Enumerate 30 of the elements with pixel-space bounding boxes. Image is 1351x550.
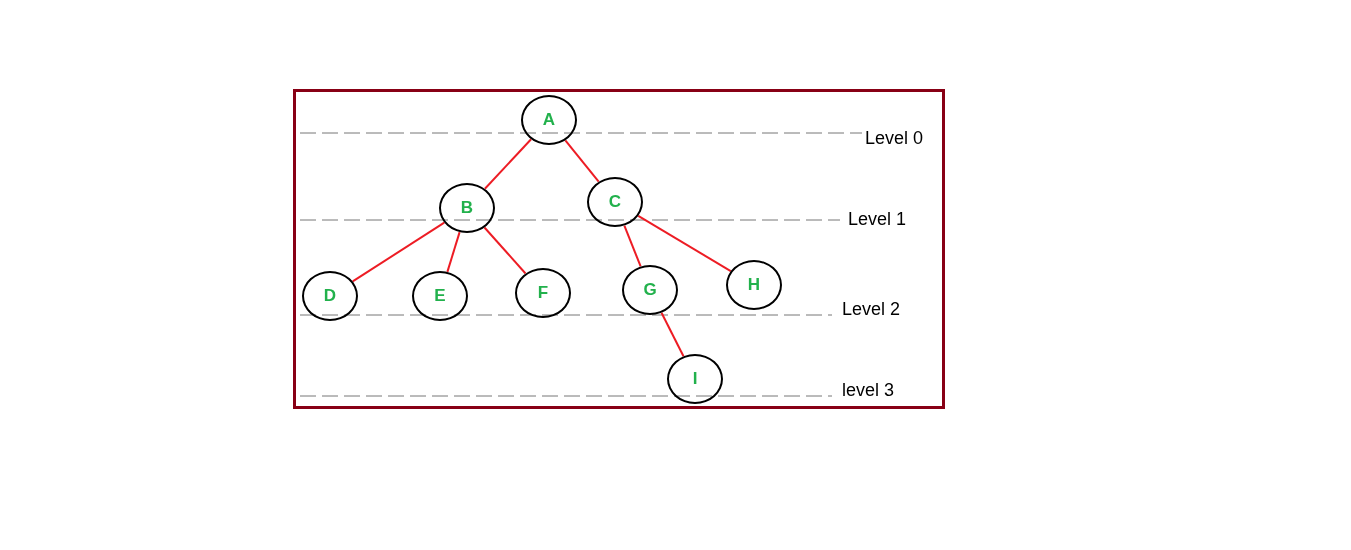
node-letter: B (460, 198, 474, 218)
tree-edge (637, 214, 732, 273)
tree-node-circle (587, 177, 643, 227)
node-letter: D (323, 286, 337, 306)
tree-node-circle (667, 354, 723, 404)
tree-node-circle (622, 265, 678, 315)
node-letter: H (747, 275, 761, 295)
tree-edge (660, 311, 685, 358)
tree-edge (564, 139, 600, 183)
tree-edge (446, 231, 461, 273)
level-label: Level 1 (848, 209, 907, 230)
tree-node-circle (302, 271, 358, 321)
node-letter: I (692, 369, 698, 389)
tree-node-circle (412, 271, 468, 321)
level-label: Level 2 (842, 299, 901, 320)
node-letter: C (608, 192, 622, 212)
tree-node-circle (515, 268, 571, 318)
tree-edge (483, 138, 533, 190)
tree-node-circle (439, 183, 495, 233)
tree-node-circle (521, 95, 577, 145)
tree-node-circle (726, 260, 782, 310)
tree-edge (623, 224, 642, 268)
level-label: level 3 (842, 380, 895, 401)
level-label: Level 0 (865, 128, 924, 149)
node-letter: G (643, 280, 657, 300)
node-letter: E (434, 286, 446, 306)
node-letter: A (542, 110, 556, 130)
node-letter: F (537, 283, 549, 303)
tree-edge (351, 221, 446, 283)
tree-edge (483, 226, 527, 275)
